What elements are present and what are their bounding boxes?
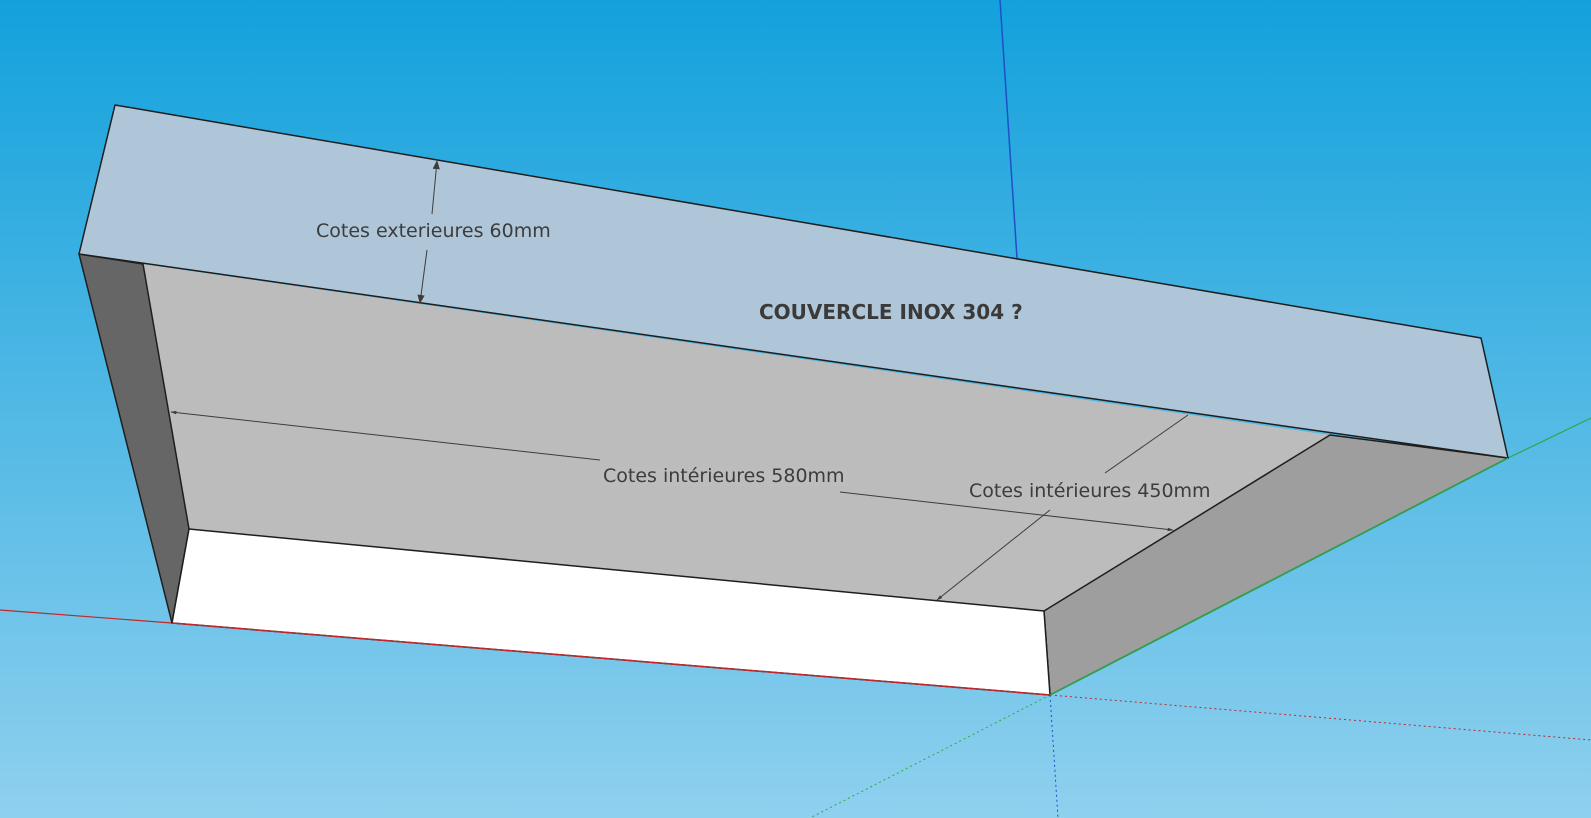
green-axis <box>1507 417 1591 459</box>
red-axis-dotted <box>1049 694 1591 741</box>
interior-width-dimension-lower <box>936 509 1051 601</box>
interior-width-dimension-upper <box>1104 414 1189 474</box>
exterior-dimension-label: Cotes exterieures 60mm <box>316 220 551 242</box>
blue-axis-dotted <box>1049 694 1059 818</box>
part-title: COUVERCLE INOX 304 ? <box>759 300 1023 324</box>
interior-length-label: Cotes intérieures 580mm <box>601 465 847 487</box>
front-bottom-edge-red <box>171 622 1051 696</box>
interior-length-dimension-left <box>170 410 601 461</box>
blue-axis <box>999 0 1018 259</box>
interior-length-dimension-right <box>839 491 1174 532</box>
inner-bottom-face <box>143 264 1330 611</box>
right-bottom-edge-green <box>1049 457 1509 696</box>
red-axis <box>0 609 173 624</box>
interior-width-label: Cotes intérieures 450mm <box>967 480 1213 502</box>
exterior-dimension-line-upper <box>431 160 440 215</box>
exterior-dimension-line-lower <box>417 249 428 304</box>
